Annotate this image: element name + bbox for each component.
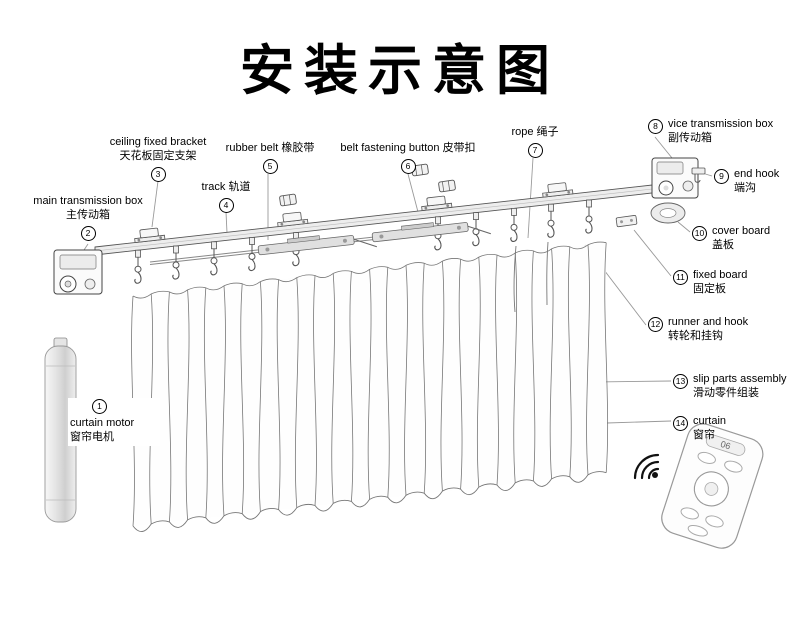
- cover-board-part: [650, 202, 686, 224]
- label-zh: 固定板: [693, 282, 726, 295]
- label-en: curtain: [693, 415, 727, 427]
- label-zh: 皮带扣: [442, 142, 476, 154]
- label-en: rubber belt: [225, 142, 279, 154]
- callout-7: 7: [527, 142, 543, 158]
- remote-control: 06: [661, 423, 764, 549]
- callout-4: 4: [218, 197, 234, 213]
- runners-and-hooks: [134, 199, 593, 284]
- fixed-board-part: [615, 215, 638, 228]
- vice-transmission-box: [651, 157, 699, 199]
- label-runner-and-hook: 12 runner and hook 转轮和挂钩: [648, 316, 748, 344]
- label-end-hook: 9 end hook 端沟: [714, 168, 779, 196]
- signal-waves-icon: [633, 453, 660, 480]
- label-belt-fastening-button: belt fastening button 皮带扣 6: [328, 142, 488, 174]
- label-en: fixed board: [693, 269, 748, 281]
- rope: [513, 241, 549, 313]
- callout-2: 2: [80, 225, 96, 241]
- label-fixed-board: 11 fixed board 固定板: [673, 269, 747, 297]
- label-zh: 绳子: [536, 126, 559, 138]
- label-zh: 主传动箱: [66, 208, 110, 221]
- label-slip-parts-assembly: 13 slip parts assembly 滑动零件组装: [673, 373, 787, 401]
- slip-assembly-left: [257, 235, 377, 256]
- label-zh: 端沟: [734, 181, 756, 194]
- label-zh: 轨道: [228, 181, 251, 193]
- curtain: [131, 241, 609, 532]
- label-zh: 天花板固定支架: [119, 149, 197, 162]
- label-zh: 窗帘: [693, 428, 715, 441]
- label-en: track: [201, 181, 226, 193]
- callout-14: 14: [673, 416, 688, 431]
- track: [94, 184, 653, 256]
- label-en: end hook: [734, 168, 780, 180]
- remote-display: 06: [719, 439, 732, 452]
- label-ceiling-fixed-bracket: ceiling fixed bracket 天花板固定支架 3: [103, 136, 213, 182]
- ceiling-fixed-brackets: [134, 182, 574, 244]
- main-transmission-box: [53, 249, 103, 295]
- label-zh: 转轮和挂钩: [668, 329, 723, 342]
- label-rubber-belt: rubber belt 橡胶带 5: [222, 142, 318, 174]
- label-track: track 轨道 4: [198, 181, 254, 213]
- callout-13: 13: [673, 374, 688, 389]
- label-curtain: 14 curtain 窗帘: [673, 415, 726, 443]
- callout-11: 11: [673, 270, 688, 285]
- callout-10: 10: [692, 226, 707, 241]
- callout-3: 3: [150, 166, 166, 182]
- label-cover-board: 10 cover board 盖板: [692, 225, 770, 253]
- callout-8: 8: [648, 119, 663, 134]
- callout-9: 9: [714, 169, 729, 184]
- slip-assembly-right: [371, 222, 491, 243]
- label-en: slip parts assembly: [693, 373, 787, 385]
- callout-12: 12: [648, 317, 663, 332]
- label-en: belt fastening button: [340, 142, 440, 154]
- label-en: curtain motor: [70, 417, 135, 429]
- label-en: cover board: [712, 225, 771, 237]
- callout-1: 1: [92, 399, 107, 414]
- label-en: ceiling fixed bracket: [109, 136, 207, 148]
- label-vice-transmission-box: 8 vice transmission box 副传动箱: [648, 118, 773, 146]
- callout-6: 6: [400, 158, 416, 174]
- callout-5: 5: [262, 158, 278, 174]
- label-en: vice transmission box: [668, 118, 774, 130]
- label-rope: rope 绳子 7: [505, 126, 565, 158]
- label-en: rope: [511, 126, 534, 138]
- end-hook-part: [691, 167, 706, 183]
- label-zh: 橡胶带: [281, 142, 315, 154]
- label-zh: 副传动箱: [668, 131, 712, 144]
- label-zh: 滑动零件组装: [693, 386, 759, 399]
- label-curtain-motor: 1 curtain motor 窗帘电机: [68, 398, 160, 446]
- belt-fastening-button: [279, 163, 456, 207]
- label-en: runner and hook: [668, 316, 749, 328]
- label-zh: 窗帘电机: [70, 430, 114, 443]
- label-main-transmission-box: main transmission box 主传动箱 2: [26, 195, 150, 241]
- label-en: main transmission box: [33, 195, 143, 207]
- page-title: 安装示意图: [240, 39, 560, 102]
- label-zh: 盖板: [712, 238, 734, 251]
